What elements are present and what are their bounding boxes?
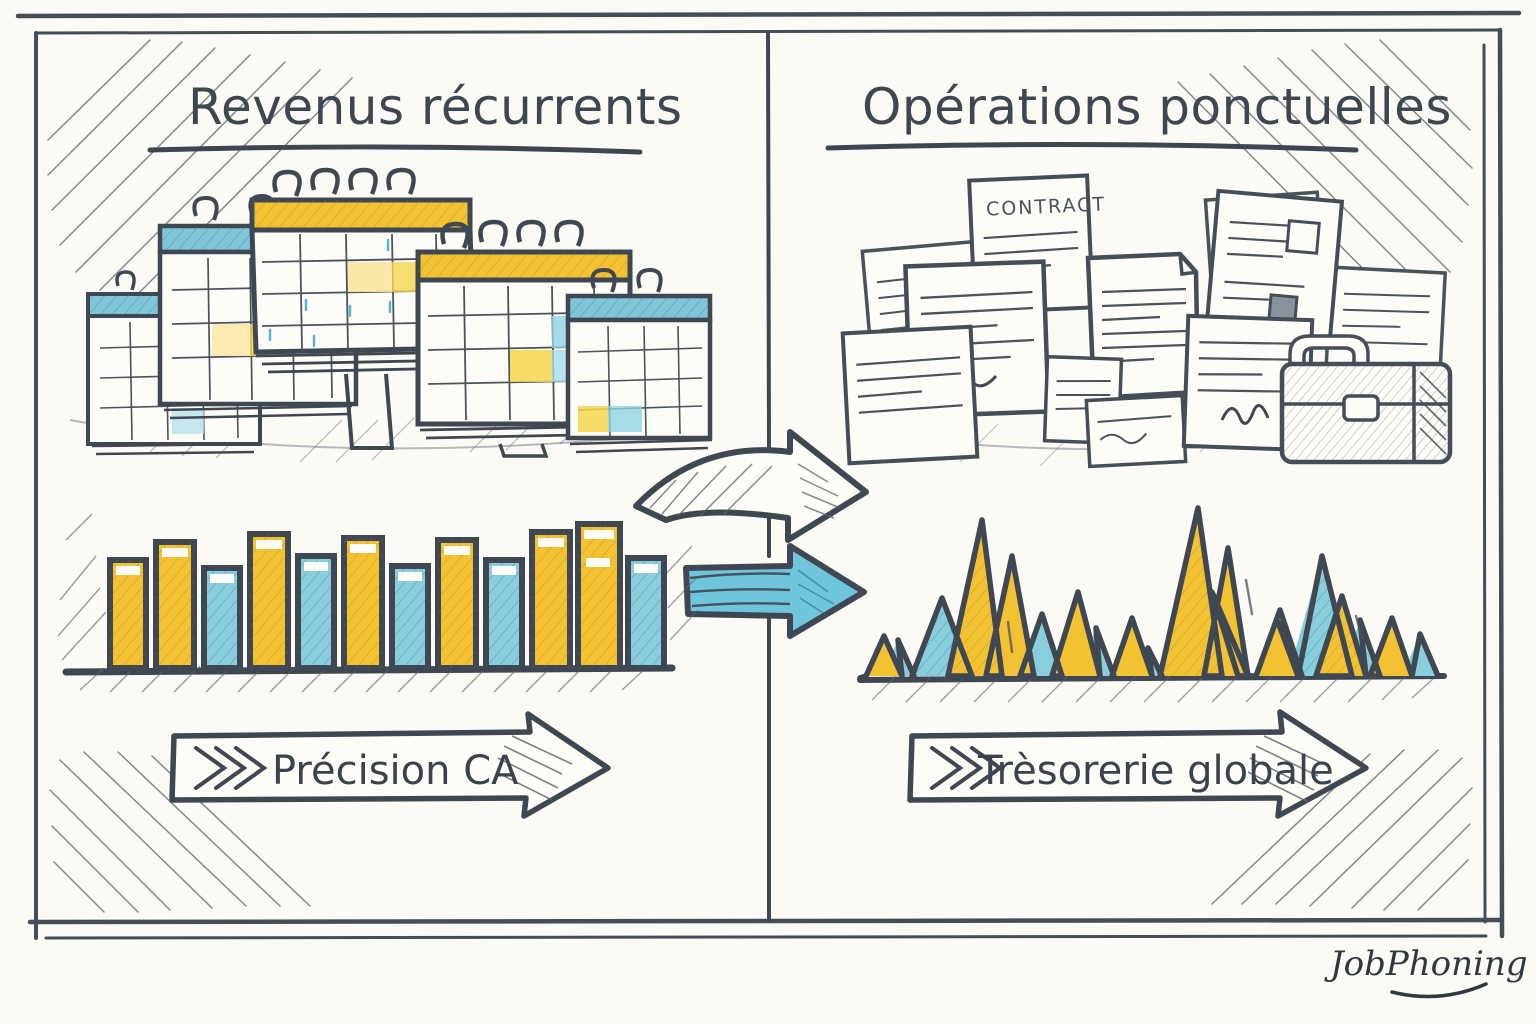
panel-title-right: Opérations ponctuelles — [862, 78, 1452, 136]
banner-label-precision-ca: Précision CA — [272, 748, 519, 794]
brand-signature: JobPhoning — [1330, 944, 1528, 984]
title-underlines — [147, 141, 1359, 155]
bar-group — [107, 529, 619, 671]
tresorerie-globale-banner — [907, 709, 1369, 819]
calendar-far-right-blue — [565, 267, 713, 454]
calendar-stack-illustration — [69, 167, 713, 463]
briefcase-icon — [1279, 334, 1453, 465]
straight-flow-arrow — [683, 543, 867, 639]
precision-ca-banner — [169, 711, 611, 819]
document-bottom-left — [840, 324, 980, 466]
panel-title-left: Revenus récurrents — [188, 78, 683, 136]
documents-pile-illustration — [840, 173, 1453, 469]
one-off-operations-peak-chart — [857, 505, 1447, 703]
curved-transition-arrow — [633, 429, 869, 543]
outer-frame — [15, 10, 1522, 940]
recurring-revenue-bar-chart — [57, 513, 699, 693]
banner-label-tresorerie-globale: Trèsorerie globale — [978, 748, 1334, 794]
corner-hatching — [47, 39, 1473, 913]
stamped-document — [1203, 188, 1345, 346]
small-documents — [1042, 354, 1188, 469]
signature-flourish — [1390, 982, 1488, 999]
